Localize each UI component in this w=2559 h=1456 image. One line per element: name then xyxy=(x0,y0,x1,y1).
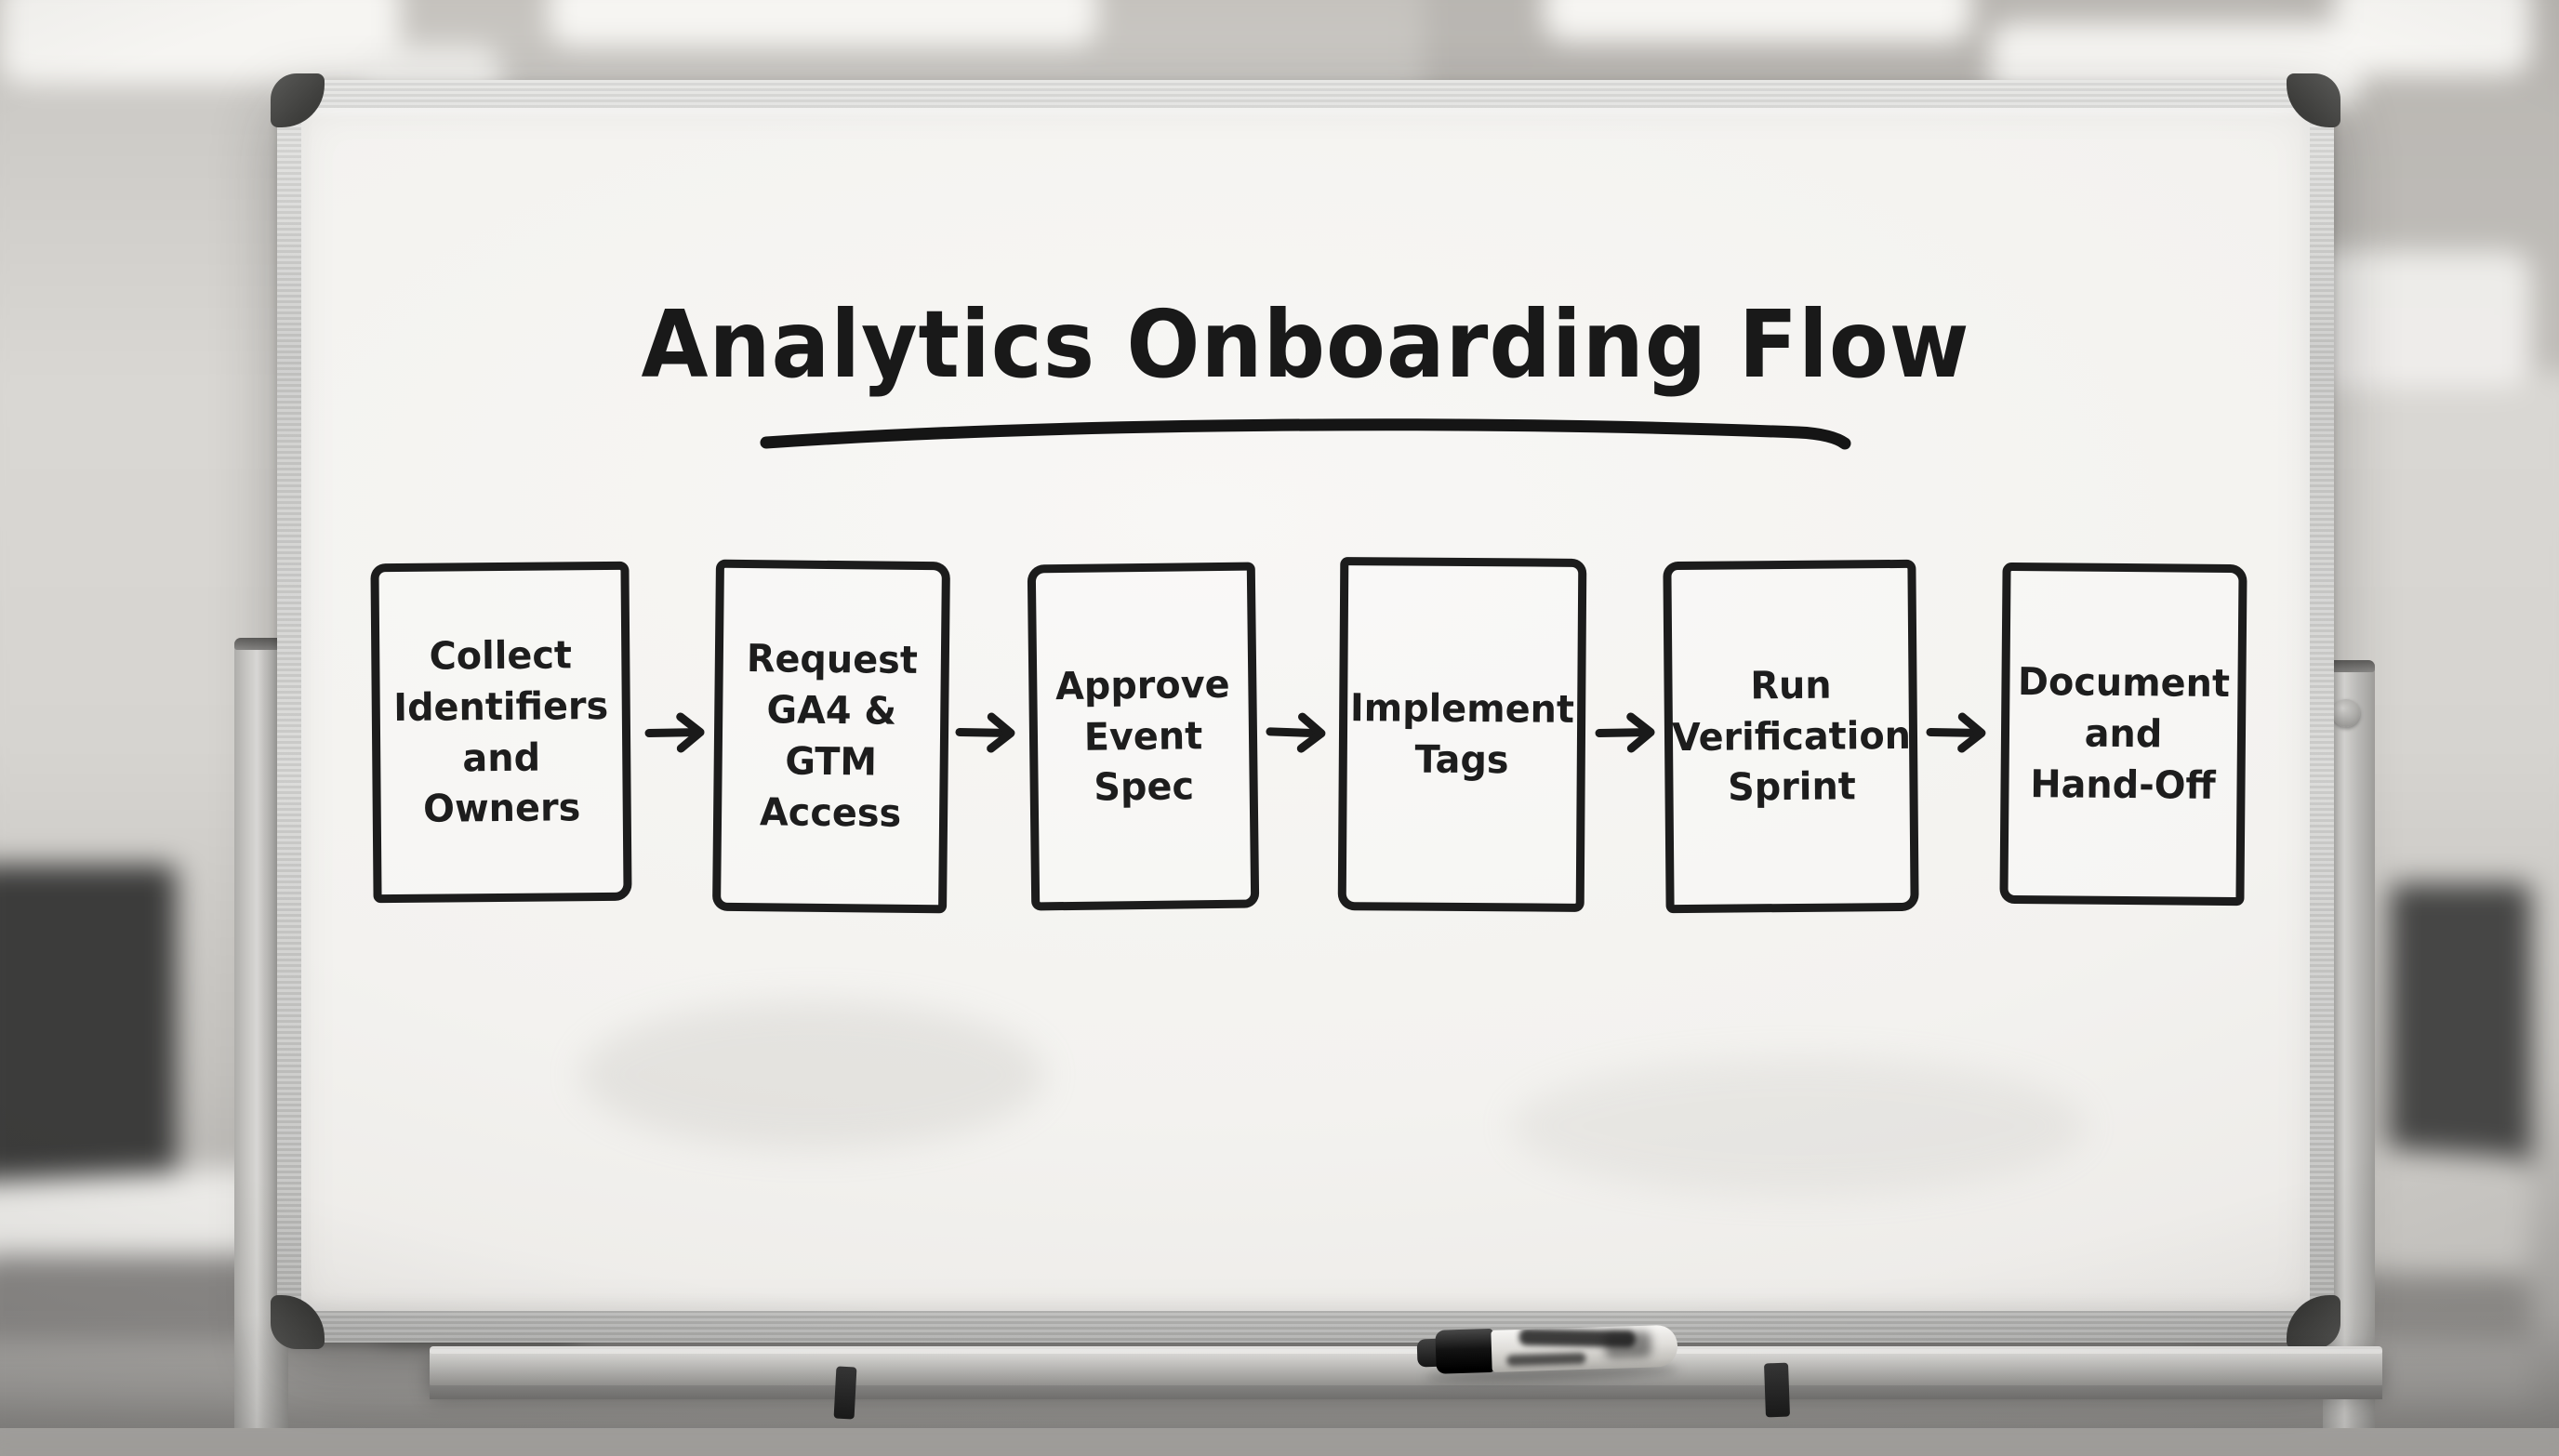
eraser-smudge xyxy=(1510,1056,2087,1196)
marker-body xyxy=(1491,1324,1678,1372)
flow-step-approve-spec: Approve Event Spec xyxy=(1027,562,1260,911)
flow-step-request-access: Request GA4 & GTM Access xyxy=(712,559,950,914)
arrow-right-icon xyxy=(1266,712,1326,753)
flow-step-label: Document and Hand-Off xyxy=(2017,659,2231,808)
ceiling-light xyxy=(2334,0,2531,74)
arrow-right-icon xyxy=(955,712,1015,753)
marker-tray-edge xyxy=(430,1385,2382,1399)
monitor-silhouette xyxy=(0,865,177,1199)
dry-erase-marker-icon xyxy=(1416,1317,1684,1384)
tray-clip xyxy=(833,1366,857,1420)
flow-step-label: Approve Event Spec xyxy=(1054,661,1230,811)
ceiling-light xyxy=(1544,0,1971,42)
flow-step-label: Collect Identifiers and Owners xyxy=(393,631,609,832)
flow-step-document-handoff: Document and Hand-Off xyxy=(1999,562,2247,907)
monitor-silhouette xyxy=(2390,883,2531,1181)
ink-smear xyxy=(1604,1330,1652,1359)
flow-step-label: Implement Tags xyxy=(1350,685,1575,783)
ceiling-light xyxy=(0,0,400,84)
arrow-right-icon xyxy=(1595,712,1655,753)
flow-step-label: Request GA4 & GTM Access xyxy=(746,636,919,836)
title-underline xyxy=(760,418,1851,450)
marker-tray xyxy=(430,1346,2382,1387)
board-title: Analytics Onboarding Flow xyxy=(641,290,1970,399)
flow-step-implement-tags: Implement Tags xyxy=(1337,557,1587,912)
flow-step-verification-sprint: Run Verification Sprint xyxy=(1663,559,1919,914)
ink-smear xyxy=(1506,1352,1586,1367)
tray-clip xyxy=(1763,1362,1791,1418)
eraser-smudge xyxy=(580,1000,1045,1149)
arrow-right-icon xyxy=(1926,712,1986,753)
whiteboard: Analytics Onboarding Flow Collect Identi… xyxy=(271,73,2340,1349)
whiteboard-surface: Analytics Onboarding Flow Collect Identi… xyxy=(301,108,2310,1311)
marker-cap xyxy=(1435,1328,1494,1374)
flow-step-label: Run Verification Sprint xyxy=(1671,662,1911,811)
arrow-right-icon xyxy=(644,712,705,753)
ceiling-light xyxy=(549,0,1097,46)
flow-step-collect-identifiers: Collect Identifiers and Owners xyxy=(370,561,632,904)
stand-tilt-knob xyxy=(2332,699,2360,727)
